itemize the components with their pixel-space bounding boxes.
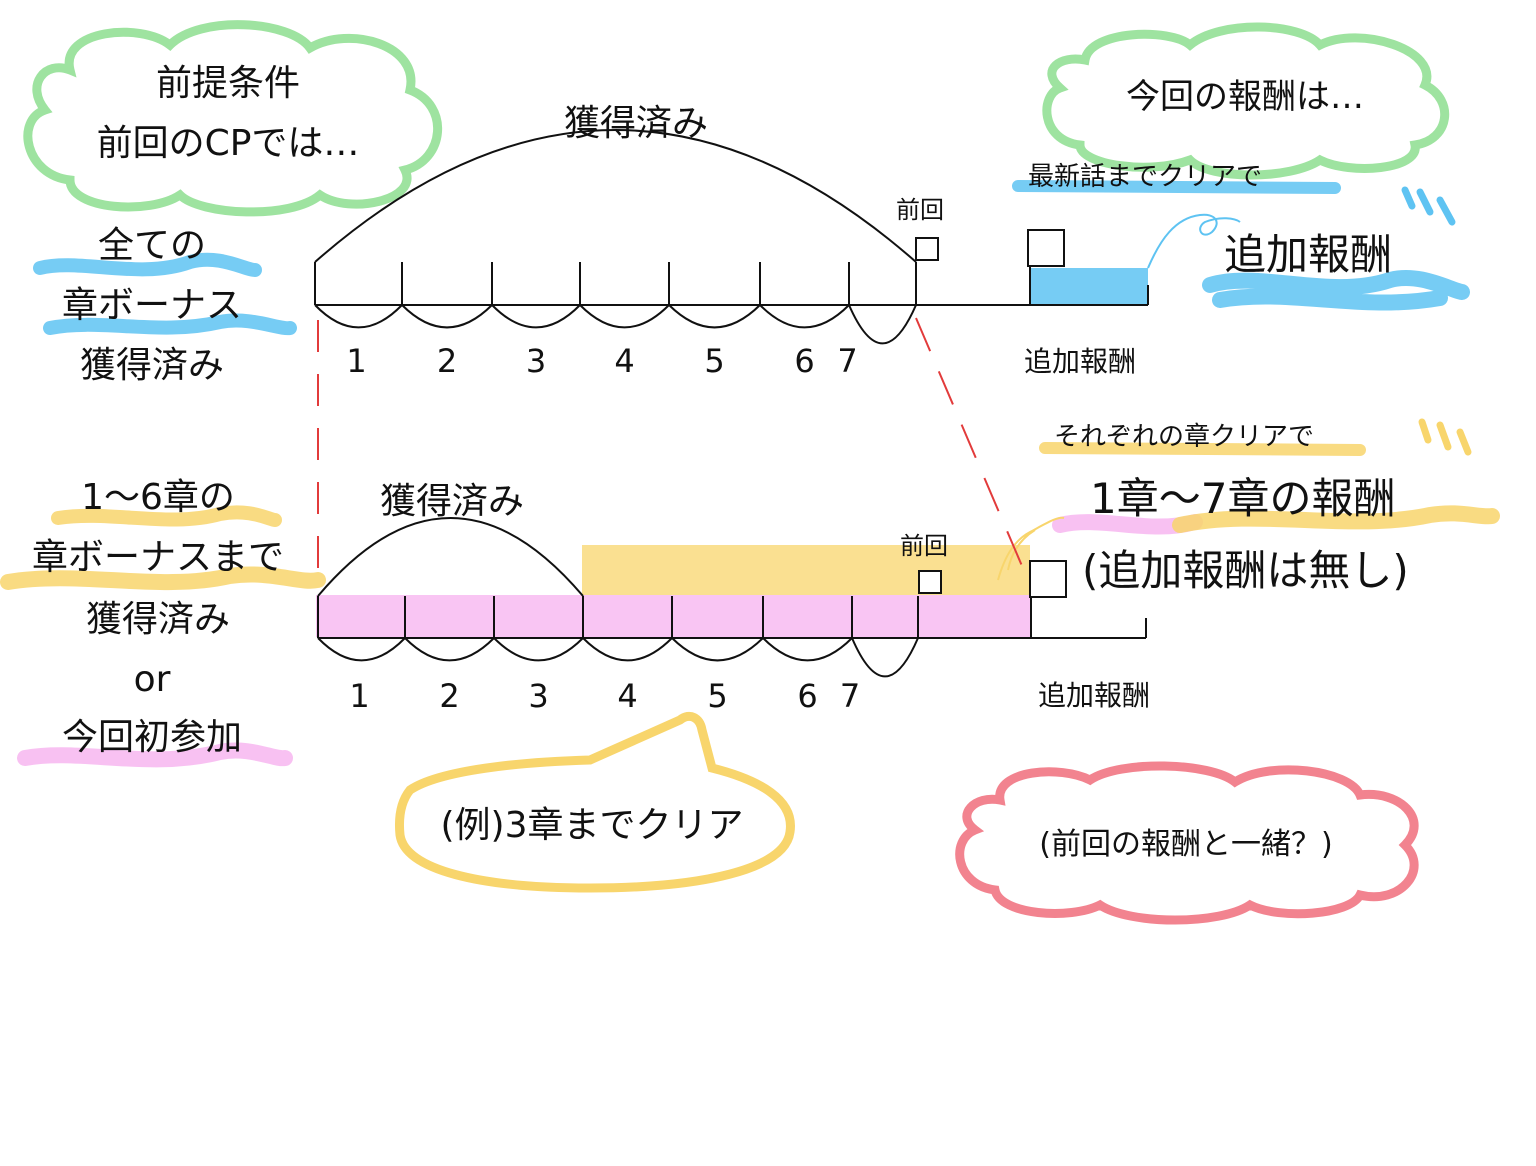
- bottom-chapter-label-4: 4: [617, 677, 638, 715]
- cloud-question-text: (前回の報酬と一緒？): [1039, 827, 1333, 862]
- bottom-extra-label: 追加報酬: [1037, 679, 1151, 712]
- top-left-label-3: 獲得済み: [79, 345, 225, 386]
- bottom-chapter-label-2: 2: [439, 677, 460, 715]
- bottom-acquired-arc: [317, 517, 584, 597]
- top-note-big: 追加報酬: [1224, 230, 1393, 279]
- bottom-note-underline: [1039, 442, 1366, 456]
- top-prev-flag-box: [915, 237, 939, 261]
- bottom-curl: [997, 516, 1065, 581]
- bottom-current-flag-box: [1029, 560, 1067, 598]
- top-chapter-arc-7: [848, 304, 917, 345]
- bottom-left-label-3: 獲得済み: [85, 599, 231, 640]
- bottom-chapter-arc-1: [317, 637, 406, 662]
- top-chapter-arc-3: [491, 304, 581, 329]
- bottom-left-label-5: 今回初参加: [61, 717, 243, 758]
- bottom-note-big-2: (追加報酬は無し): [1082, 546, 1409, 595]
- bottom-prev-flag-box: [918, 570, 942, 594]
- bottom-yellow-band: [582, 545, 1030, 595]
- bottom-chapter-label-7: 7: [839, 677, 861, 715]
- top-scribble-right: [1202, 270, 1470, 311]
- cloud-this-time-outline: [1042, 22, 1450, 180]
- top-chapter-label-2: 2: [436, 342, 458, 380]
- bottom-chapter-arc-4: [582, 637, 673, 662]
- top-sparkle: [1401, 186, 1456, 226]
- top-chapter-arc-4: [579, 304, 670, 329]
- top-chapter-arc-1: [314, 304, 403, 329]
- top-chapter-label-3: 3: [525, 342, 547, 380]
- top-note-small: 最新話までクリアで: [1028, 162, 1263, 192]
- top-chapter-label-1: 1: [346, 342, 367, 380]
- top-scribble-left-2: [43, 313, 297, 336]
- bottom-chapter-arc-6: [762, 637, 853, 662]
- bottom-scribble-left-3: [17, 742, 293, 768]
- top-chapter-arc-2: [401, 304, 493, 329]
- top-chapter-label-7: 7: [837, 342, 858, 380]
- top-current-flag-box: [1027, 229, 1065, 267]
- bottom-sparkle: [1418, 418, 1472, 456]
- bottom-left-label-1: 1〜6章の: [81, 477, 235, 518]
- cloud-premise-line2: 前回のCPでは…: [96, 123, 360, 164]
- bottom-chapter-label-6: 6: [797, 677, 818, 715]
- bottom-left-label-2: 章ボーナスまで: [31, 537, 285, 578]
- cloud-premise-line1: 前提条件: [155, 63, 301, 104]
- bottom-chapter-arc-5: [671, 637, 764, 662]
- cloud-this-time-text: 今回の報酬は…: [1126, 77, 1364, 117]
- top-note-underline: [1012, 180, 1341, 194]
- bottom-note-small: それぞれの章クリアで: [1054, 422, 1315, 452]
- bottom-scribble-left-1: [51, 505, 282, 527]
- bottom-scribble-left-2: [0, 566, 326, 591]
- bubble-example-text: (例)3章までクリア: [440, 805, 744, 846]
- top-extra-highlight: [1030, 268, 1148, 306]
- bottom-chapter-label-5: 5: [707, 677, 728, 715]
- bottom-left-label-4: or: [133, 659, 171, 700]
- top-acquired-arc: [314, 129, 917, 263]
- bottom-chapter-arc-2: [404, 637, 495, 662]
- top-scribble-left-1: [33, 252, 262, 277]
- bubble-example-outline: [395, 711, 795, 893]
- bottom-arc-label: 獲得済み: [379, 481, 525, 522]
- top-left-label-1: 全ての: [97, 225, 207, 266]
- bottom-scribble-right-yellow: [1172, 505, 1500, 533]
- top-extra-label: 追加報酬: [1023, 345, 1137, 378]
- bottom-chapter-arc-3: [493, 637, 584, 662]
- bottom-prev-label: 前回: [900, 532, 948, 560]
- bottom-chapter-label-1: 1: [349, 677, 370, 715]
- bottom-chapter-arc-7: [851, 637, 919, 678]
- cloud-question-outline: [955, 761, 1419, 925]
- top-left-label-2: 章ボーナス: [61, 285, 243, 326]
- cloud-premise-outline: [23, 20, 442, 217]
- top-chapter-label-4: 4: [614, 342, 635, 380]
- top-arc-label: 獲得済み: [563, 103, 709, 144]
- top-chapter-label-6: 6: [794, 342, 815, 380]
- bottom-note-big-1: 1章〜7章の報酬: [1090, 474, 1396, 523]
- top-chapter-label-5: 5: [704, 342, 725, 380]
- top-prev-label: 前回: [896, 196, 944, 224]
- top-chapter-arc-6: [759, 304, 850, 329]
- top-curl: [1147, 213, 1241, 269]
- bottom-chapter-label-3: 3: [528, 677, 549, 715]
- red-dash-diagonal: [915, 317, 1029, 581]
- top-chapter-arc-5: [668, 304, 761, 329]
